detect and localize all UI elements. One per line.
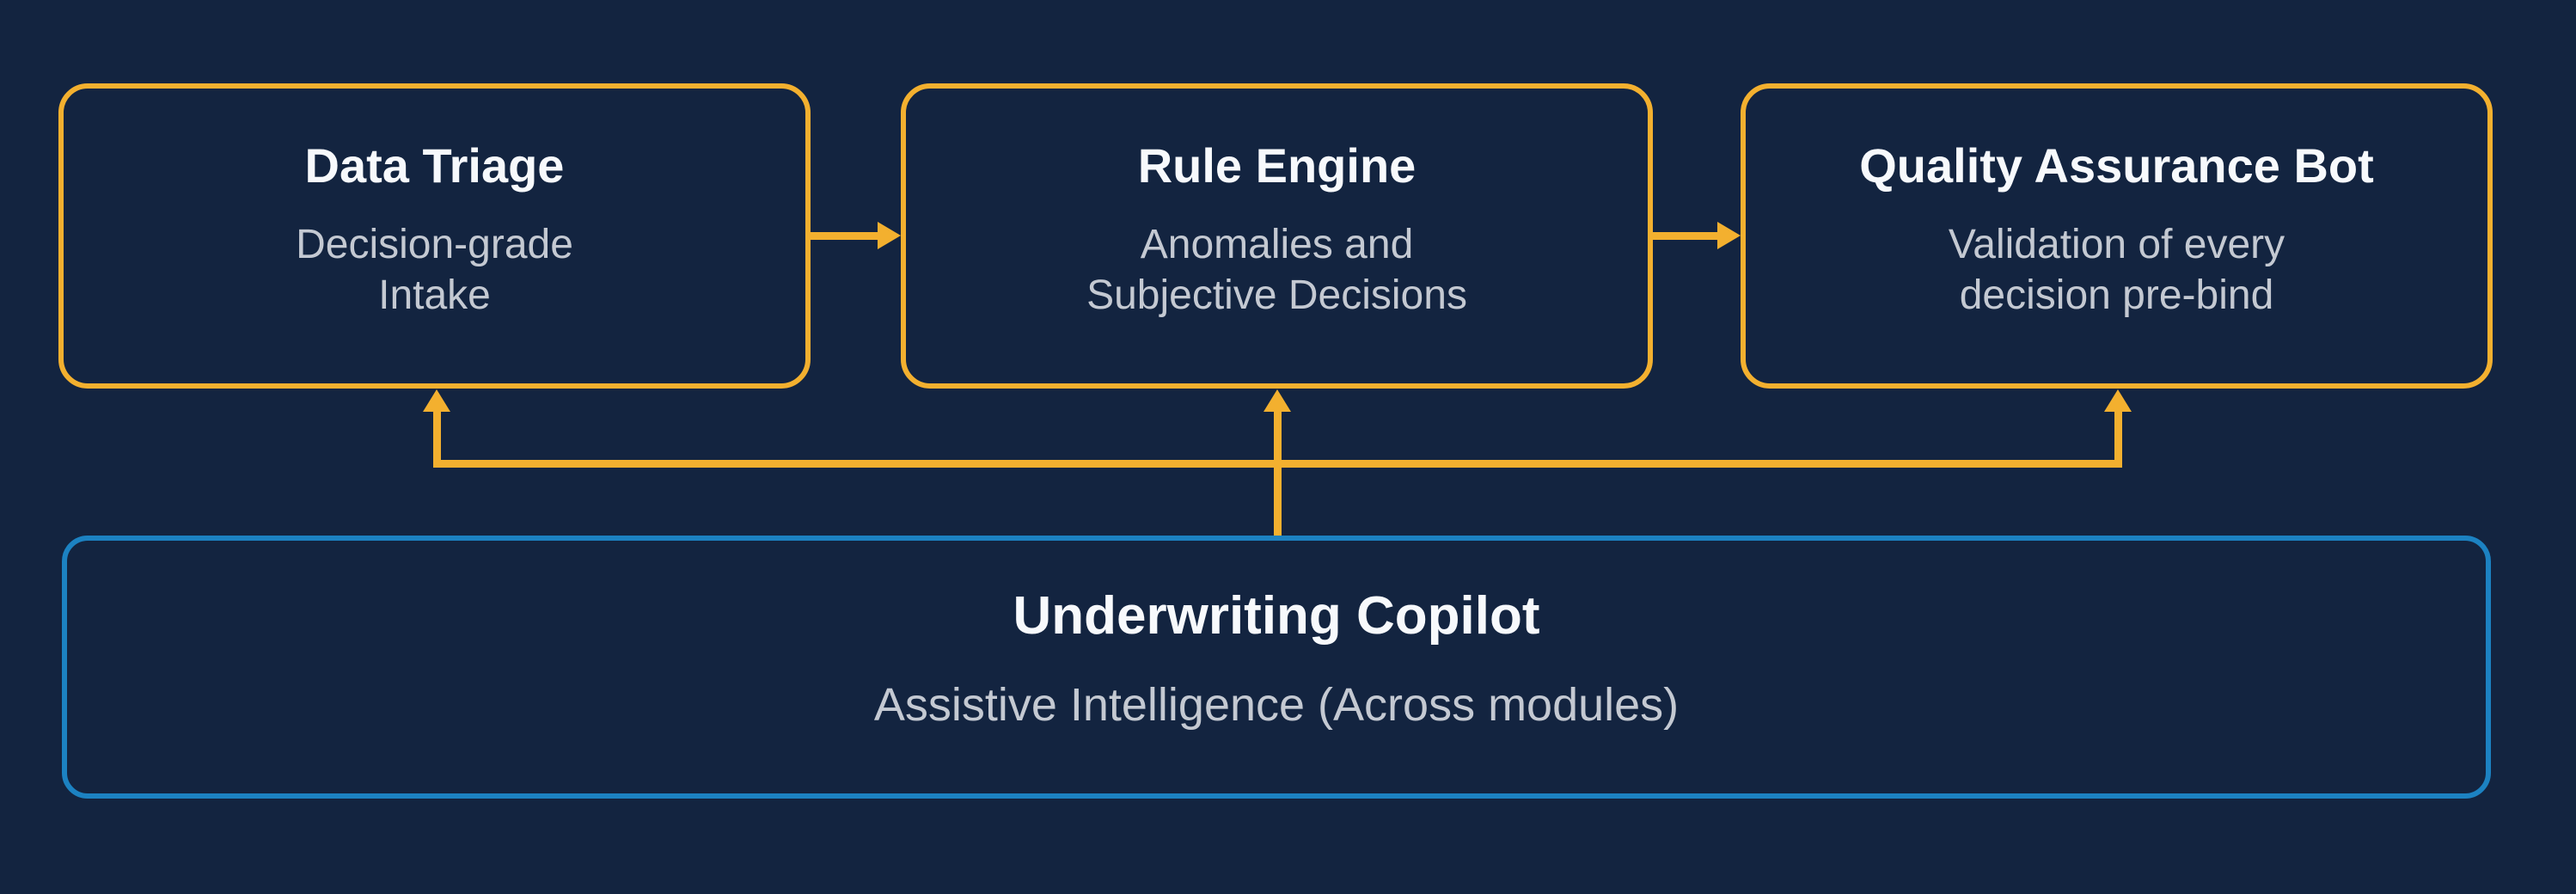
arrow-data-triage-to-rule-engine: [811, 222, 901, 249]
module-subtitle: Decision-grade Intake: [296, 219, 573, 321]
module-subtitle-line: Subjective Decisions: [1086, 272, 1467, 318]
connector-branch-line: [433, 460, 2122, 468]
module-title: Quality Assurance Bot: [1859, 138, 2374, 193]
module-card-data-triage: Data Triage Decision-grade Intake: [58, 83, 811, 389]
module-subtitle: Validation of every decision pre-bind: [1949, 219, 2285, 321]
module-title: Data Triage: [304, 138, 565, 193]
module-subtitle-line: decision pre-bind: [1959, 272, 2274, 318]
module-subtitle-line: Decision-grade: [296, 222, 573, 267]
module-card-quality-assurance-bot: Quality Assurance Bot Validation of ever…: [1741, 83, 2493, 389]
arrow-head-right-icon: [1717, 222, 1741, 249]
arrow-head-up-to-rule-engine-icon: [1264, 389, 1291, 412]
arrow-rule-engine-to-qa-bot: [1653, 222, 1741, 249]
copilot-subtitle: Assistive Intelligence (Across modules): [873, 679, 1680, 731]
arrow-head-up-to-qa-bot-icon: [2104, 389, 2132, 412]
arrow-shaft: [811, 232, 878, 240]
arrow-head-up-to-data-triage-icon: [423, 389, 450, 412]
arrow-head-right-icon: [878, 222, 901, 249]
connector-left-riser: [433, 412, 441, 468]
module-card-rule-engine: Rule Engine Anomalies and Subjective Dec…: [901, 83, 1653, 389]
copilot-card: Underwriting Copilot Assistive Intellige…: [62, 536, 2491, 799]
copilot-title: Underwriting Copilot: [1013, 586, 1540, 646]
connector-right-riser: [2114, 412, 2122, 468]
arrow-shaft: [1653, 232, 1717, 240]
module-subtitle-line: Intake: [378, 272, 491, 318]
connector-trunk-line: [1274, 412, 1282, 536]
module-subtitle: Anomalies and Subjective Decisions: [1086, 219, 1467, 321]
module-subtitle-line: Anomalies and: [1140, 222, 1414, 267]
module-title: Rule Engine: [1137, 138, 1416, 193]
module-subtitle-line: Validation of every: [1948, 222, 2285, 267]
